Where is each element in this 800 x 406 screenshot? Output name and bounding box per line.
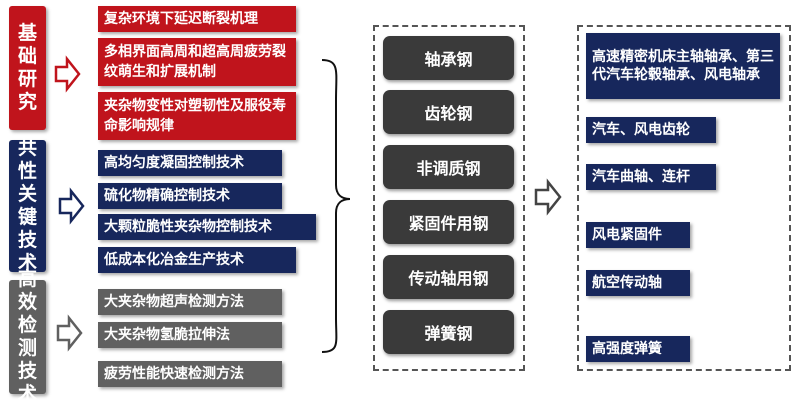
research-item: 夹杂物变性对塑韧性及服役寿命影响规律 (98, 92, 296, 140)
application-item-text: 高强度弹簧 (592, 341, 662, 357)
detection-item-text: 大夹杂物超声检测方法 (104, 294, 244, 310)
application-item-text: 航空传动轴 (592, 275, 662, 291)
application-item-text: 汽车曲轴、连杆 (592, 169, 690, 185)
category-basic-research-label: 基础研究 (17, 22, 37, 113)
application-item-text: 汽车、风电齿轮 (592, 122, 690, 138)
research-item: 复杂环境下延迟断裂机理 (98, 6, 296, 32)
steel-type: 轴承钢 (383, 36, 514, 80)
application-item: 高速精密机床主轴轴承、第三代汽车轮毂轴承、风电轴承 (586, 33, 780, 99)
research-item-text: 多相界面高周和超高周疲劳裂纹萌生和扩展机制 (104, 44, 286, 80)
steel-type: 传动轴用钢 (383, 255, 514, 299)
tech-item-text: 大颗粒脆性夹杂物控制技术 (104, 219, 272, 235)
application-item-text: 风电紧固件 (592, 227, 662, 243)
tech-item-text: 低成本化冶金生产技术 (104, 252, 244, 268)
research-item-text: 复杂环境下延迟断裂机理 (104, 11, 258, 27)
detection-item: 大夹杂物超声检测方法 (98, 289, 282, 315)
application-item: 风电紧固件 (586, 222, 690, 248)
application-item: 航空传动轴 (586, 270, 690, 296)
tech-item: 硫化物精确控制技术 (98, 183, 282, 209)
application-item: 高强度弹簧 (586, 336, 690, 362)
category-efficient-detection: 高效检测技术 (9, 268, 46, 405)
steel-type-label: 非调质钢 (416, 159, 481, 178)
steel-type-label: 紧固件用钢 (408, 214, 489, 233)
steel-type: 齿轮钢 (383, 90, 514, 134)
category-common-key-tech: 共性关键技术 (9, 137, 46, 274)
tech-item: 低成本化冶金生产技术 (98, 247, 296, 273)
detection-item-text: 大夹杂物氢脆拉伸法 (104, 327, 230, 343)
arrow-right-icon (54, 55, 81, 93)
steel-type: 紧固件用钢 (383, 200, 514, 244)
steel-type-label: 弹簧钢 (424, 324, 473, 343)
steel-type: 弹簧钢 (383, 310, 514, 354)
detection-item: 大夹杂物氢脆拉伸法 (98, 322, 282, 348)
steel-type: 非调质钢 (383, 145, 514, 189)
application-item: 汽车曲轴、连杆 (586, 164, 716, 190)
steel-type-label: 齿轮钢 (424, 104, 473, 123)
category-basic-research: 基础研究 (9, 6, 46, 130)
arrow-right-icon (56, 314, 83, 352)
steel-type-label: 传动轴用钢 (408, 269, 489, 288)
tech-item: 大颗粒脆性夹杂物控制技术 (98, 214, 316, 240)
detection-item: 疲劳性能快速检测方法 (98, 361, 282, 387)
category-common-key-tech-label: 共性关键技术 (17, 137, 37, 274)
tech-item-text: 硫化物精确控制技术 (104, 188, 230, 204)
steel-types-box (373, 25, 525, 371)
arrow-right-icon (58, 187, 85, 225)
steel-type-label: 轴承钢 (424, 50, 473, 69)
right-brace (321, 59, 351, 353)
research-item-text: 夹杂物变性对塑韧性及服役寿命影响规律 (104, 98, 286, 134)
tech-item: 高均匀度凝固控制技术 (98, 150, 282, 176)
application-item: 汽车、风电齿轮 (586, 117, 716, 143)
detection-item-text: 疲劳性能快速检测方法 (104, 366, 244, 382)
applications-box (577, 25, 791, 371)
research-item: 多相界面高周和超高周疲劳裂纹萌生和扩展机制 (98, 38, 296, 86)
arrow-right-icon (534, 178, 562, 216)
category-efficient-detection-label: 高效检测技术 (17, 268, 37, 405)
tech-item-text: 高均匀度凝固控制技术 (104, 155, 244, 171)
application-item-text: 高速精密机床主轴轴承、第三代汽车轮毂轴承、风电轴承 (592, 49, 774, 83)
